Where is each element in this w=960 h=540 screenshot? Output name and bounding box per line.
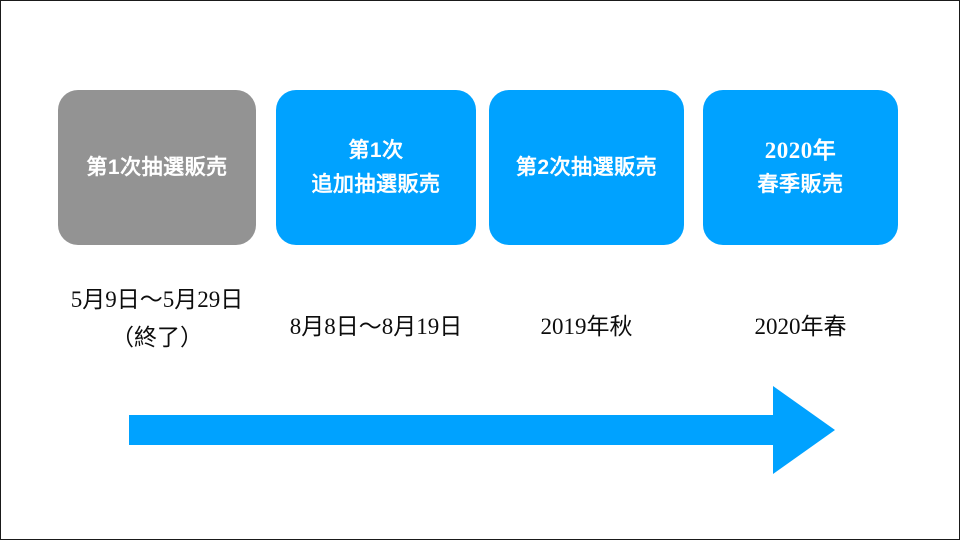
- phase-box-4-spring-sale[interactable]: 2020年 春季販売: [703, 90, 898, 245]
- phase-box-3-line-1: 第2次抽選販売: [515, 155, 658, 179]
- phase-caption-2-line-1: 8月8日～8月19日: [289, 314, 463, 339]
- phase-box-1-line-1: 第1次抽選販売: [86, 155, 228, 179]
- phase-box-2-line-2: 追加抽選販売: [311, 172, 441, 196]
- phase-caption-1-line-1: 5月9日～5月29日: [70, 287, 244, 312]
- phase-box-2-additional-lottery[interactable]: 第1次 追加抽選販売: [276, 90, 476, 245]
- phase-box-4-line-1: 2020年: [764, 137, 837, 163]
- right-arrow-shape: [129, 386, 835, 474]
- phase-box-2-line-1: 第1次: [348, 138, 404, 162]
- phase-caption-2: 8月8日～8月19日: [266, 308, 486, 346]
- phase-caption-3-line-1: 2019年秋: [540, 314, 633, 339]
- phase-box-4-line-2: 春季販売: [757, 172, 844, 196]
- phase-box-1-completed[interactable]: 第1次抽選販売: [58, 90, 256, 245]
- phase-caption-1-line-2: （終了）: [111, 325, 203, 350]
- phase-caption-4: 2020年春: [693, 308, 908, 346]
- phase-caption-1: 5月9日～5月29日 （終了）: [48, 281, 266, 357]
- phase-box-3-second-lottery[interactable]: 第2次抽選販売: [489, 90, 684, 245]
- phase-caption-3: 2019年秋: [479, 308, 694, 346]
- phase-caption-4-line-1: 2020年春: [754, 314, 847, 339]
- timeline-right-arrow-icon: [129, 386, 835, 474]
